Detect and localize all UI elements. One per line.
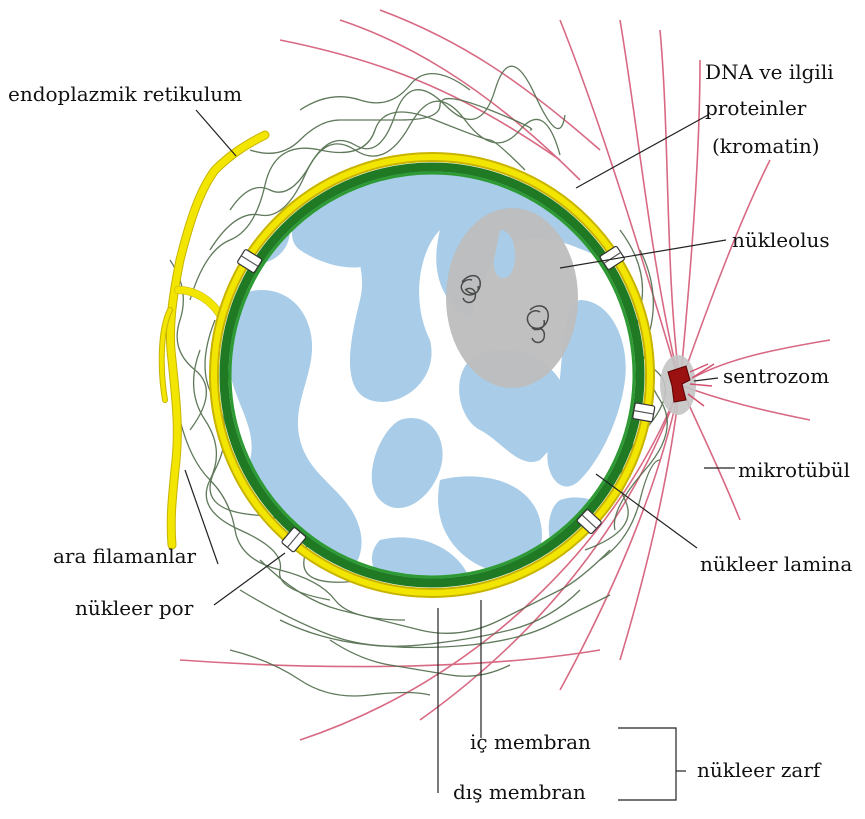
nucleolus-body — [446, 208, 578, 388]
label-dna-line2: proteinler — [705, 96, 806, 120]
label-dna-line3: (kromatin) — [712, 134, 820, 158]
label-centrosome: sentrozom — [723, 364, 829, 388]
label-dna-line1: DNA ve ilgili — [705, 60, 834, 84]
centrosome — [660, 355, 714, 415]
label-intermediate-filaments: ara filamanlar — [53, 544, 196, 568]
label-endoplasmic-reticulum: endoplazmik retikulum — [8, 82, 242, 106]
label-outer-membrane: dış membran — [453, 780, 586, 804]
label-nucleolus: nükleolus — [732, 228, 830, 252]
label-nuclear-lamina: nükleer lamina — [700, 552, 852, 576]
label-inner-membrane: iç membran — [470, 730, 591, 754]
label-microtubule: mikrotübül — [738, 458, 850, 482]
label-nuclear-envelope: nükleer zarf — [697, 758, 820, 782]
label-nuclear-pore: nükleer por — [75, 596, 193, 620]
